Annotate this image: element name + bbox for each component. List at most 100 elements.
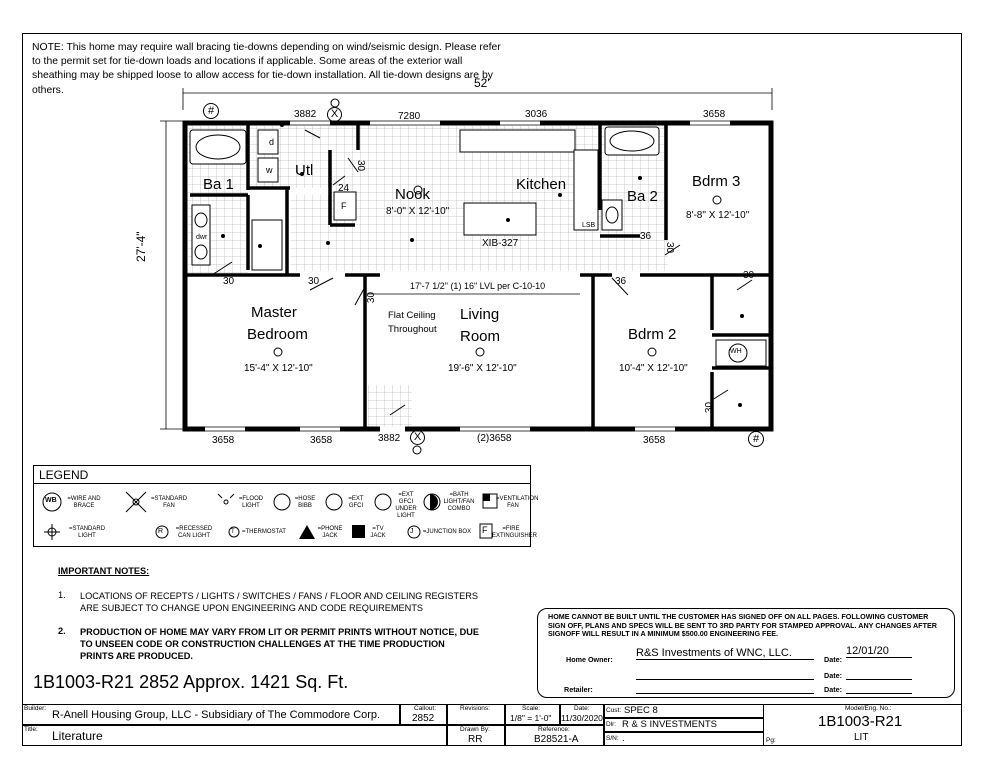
revisions-cell (447, 704, 505, 725)
bedroom2-size: 10'-4" X 12'-10" (619, 363, 688, 374)
room-label-kitchen: Kitchen (516, 176, 567, 193)
room-label-master-line1: Master (251, 304, 297, 321)
room-label-nook: Nook (395, 186, 431, 203)
interior-walls (185, 123, 771, 429)
door-label: 30 (355, 159, 367, 172)
window-label: 3882 (294, 109, 317, 120)
cust-cell (604, 704, 764, 718)
legend-item: =TV JACK (370, 526, 386, 539)
home-owner-label: Home Owner: (566, 655, 613, 664)
cust-value: SPEC 8 (624, 705, 658, 716)
sn-label: S/N: (606, 735, 619, 742)
overall-depth-dimension (160, 120, 183, 430)
signature-line[interactable] (636, 671, 814, 680)
date-cell (560, 704, 604, 725)
room-label-bath1: Ba 1 (203, 176, 234, 193)
date-label: Date: (824, 655, 842, 664)
legend-box: LEGEND WB =WIRE AND BRACE =STANDARD FAN … (33, 465, 539, 547)
drawn-value: RR (468, 734, 483, 745)
important-notes: IMPORTANT NOTES: 1. LOCATIONS OF RECEPTS… (58, 566, 479, 661)
legend-item: =VENTILATION FAN (496, 496, 539, 509)
washer-label: w (266, 165, 273, 175)
dlr-value: R & S INVESTMENTS (622, 719, 718, 730)
door-label: 30 (743, 270, 755, 281)
fire-extinguisher-icon: F (482, 525, 488, 535)
legend-item: =BATH LIGHT/FAN COMBO (443, 492, 475, 512)
door-swings (211, 129, 753, 416)
dlr-cell (604, 718, 764, 732)
date-field[interactable] (846, 671, 912, 680)
cust-label: Cust: (606, 707, 622, 714)
callout-label: Callout: (414, 705, 437, 712)
door-label: 36 (615, 276, 627, 287)
date-field[interactable]: 12/01/20 (846, 645, 912, 658)
hose-bibb-icon: # (203, 103, 219, 119)
date-value: 11/30/2020 (561, 713, 603, 723)
builder-label: Builder: (24, 705, 47, 712)
legend-item: =EXT GFCI UNDER LIGHT (395, 492, 417, 519)
builder-cell (22, 704, 400, 725)
revisions-label: Revisions: (460, 705, 490, 712)
reference-value: B28521-A (534, 734, 579, 745)
tie-down-note: NOTE: This home may require wall bracing… (32, 42, 501, 96)
overall-width-dimension (182, 88, 773, 110)
window-label: 3658 (643, 435, 666, 446)
legend-item: =FLOOD LIGHT (238, 496, 264, 509)
title-cell (22, 725, 447, 746)
callout-cell (400, 704, 447, 725)
retailer-field[interactable] (636, 685, 814, 694)
legend-item: =WIRE AND BRACE (67, 496, 101, 509)
legend-item: =HOSE BIBB (294, 496, 316, 509)
home-owner-field[interactable]: R&S Investments of WNC, LLC. (636, 647, 814, 660)
room-label-living-line1: Living (460, 306, 500, 323)
windows (205, 120, 730, 432)
thermostat-icon: T (231, 529, 235, 535)
page-label: Pg: (766, 737, 776, 744)
note-number: 2. (58, 626, 66, 636)
drawn-label: Drawn By: (460, 726, 490, 733)
room-label-living-line2: Room (460, 328, 501, 345)
important-notes-heading: IMPORTANT NOTES: (58, 566, 150, 576)
window-label: 3658 (703, 109, 726, 120)
legend-item: =THERMOSTAT (242, 529, 286, 535)
nook-size: 8'-0" X 12'-10" (386, 206, 450, 217)
door-label: 24 (338, 183, 350, 194)
legend-item: =RECESSED CAN LIGHT (175, 526, 213, 539)
lvl-beam-label: 17'-7 1/2" (1) 16" LVL per C-10-10 (410, 281, 546, 291)
island-label: XIB-327 (482, 238, 519, 249)
title-label: Title: (24, 726, 38, 733)
ext-gfci-icon: X (327, 107, 342, 122)
overall-depth-label: 27'-4" (134, 231, 148, 262)
door-label: 30 (308, 276, 320, 287)
door-label: 30 (664, 241, 676, 254)
date-field[interactable] (846, 685, 912, 694)
bedroom3-size: 8'-8" X 12'-10" (686, 210, 750, 221)
note-number: 1. (58, 590, 66, 600)
window-label: 3658 (212, 435, 235, 446)
room-label-master-line2: Bedroom (247, 326, 308, 343)
hose-bibb-icon-bottom: # (748, 431, 764, 447)
reference-cell (505, 725, 604, 746)
legend-item: =PHONE JACK (317, 526, 343, 539)
flat-ceiling-line2: Throughout (388, 324, 437, 335)
recessed-light-icons (221, 123, 744, 407)
room-label-bath2: Ba 2 (627, 188, 658, 205)
overall-width-label: 52' (474, 76, 490, 90)
entry-tile (368, 385, 412, 429)
legend-item: =EXT GFCI (348, 496, 364, 509)
lsb-label: LSB (582, 222, 596, 229)
door-label: 30 (366, 291, 378, 304)
page-value: LIT (854, 732, 869, 743)
dryer-label: d (269, 137, 275, 147)
door-label: 30 (704, 401, 716, 414)
legend-item: =STANDARD FAN (150, 496, 188, 509)
legend-title: LEGEND (34, 466, 530, 484)
dlr-label: Dlr: (606, 721, 617, 728)
scale-value: 1/8" = 1'-0" (510, 713, 552, 723)
builder-value: R-Anell Housing Group, LLC - Subsidiary … (52, 709, 381, 721)
door-label: 30 (223, 276, 235, 287)
model-value: 1B1003-R21 (818, 713, 903, 730)
scale-label: Scale: (522, 705, 541, 712)
room-label-bedroom2: Bdrm 2 (628, 326, 677, 343)
important-note-1: LOCATIONS OF RECEPTS / LIGHTS / SWITCHES… (80, 591, 479, 613)
